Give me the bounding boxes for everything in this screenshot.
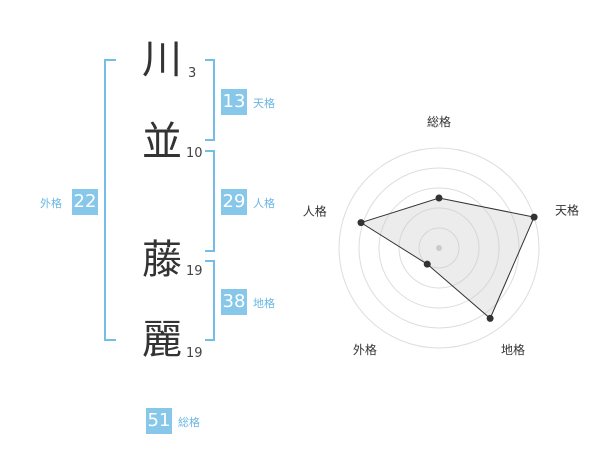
radar-point-2 xyxy=(530,213,538,221)
jinkaku-label: 人格 xyxy=(253,197,275,210)
radar-ring-5 xyxy=(338,147,540,349)
name-char-4: 麗 xyxy=(142,317,182,363)
tenkaku-label: 天格 xyxy=(253,97,275,110)
name-char-2: 並 xyxy=(142,119,182,165)
chikaku-badge: 38 xyxy=(221,289,247,315)
gaikaku-label: 外格 xyxy=(40,197,62,210)
radar-point-1 xyxy=(435,194,443,202)
radar-series-polygon xyxy=(359,197,535,320)
radar-axis-label-5: 人格 xyxy=(303,204,327,219)
tenkaku-bracket xyxy=(205,59,215,141)
jinkaku-bracket xyxy=(205,150,215,252)
chikaku-label: 地格 xyxy=(253,297,275,310)
chikaku-bracket xyxy=(205,260,215,341)
stroke-count-2: 10 xyxy=(186,146,203,161)
radar-point-3 xyxy=(486,314,494,322)
name-char-3: 藤 xyxy=(142,237,182,283)
radar-ring-1 xyxy=(418,227,460,269)
tenkaku-badge: 13 xyxy=(221,89,247,115)
gaikaku-bracket xyxy=(104,59,116,341)
radar-center xyxy=(436,245,442,251)
stroke-count-1: 3 xyxy=(188,66,197,81)
gaikaku-badge: 22 xyxy=(72,189,98,215)
soukaku-badge: 51 xyxy=(146,408,172,434)
stroke-count-4: 19 xyxy=(186,346,203,361)
radar-axis-label-4: 外格 xyxy=(353,342,377,357)
radar-axis-label-3: 地格 xyxy=(501,342,525,357)
radar-ring-3 xyxy=(378,187,500,309)
radar-axis-label-1: 総格 xyxy=(427,114,451,129)
jinkaku-badge: 29 xyxy=(221,189,247,215)
stroke-count-3: 19 xyxy=(186,264,203,279)
soukaku-label: 総格 xyxy=(178,416,200,429)
radar-point-5 xyxy=(357,219,365,227)
radar-point-4 xyxy=(423,260,431,268)
radar-axis-label-2: 天格 xyxy=(555,202,579,217)
radar-ring-4 xyxy=(358,167,520,329)
radar-ring-2 xyxy=(398,207,480,289)
name-char-1: 川 xyxy=(142,37,182,83)
